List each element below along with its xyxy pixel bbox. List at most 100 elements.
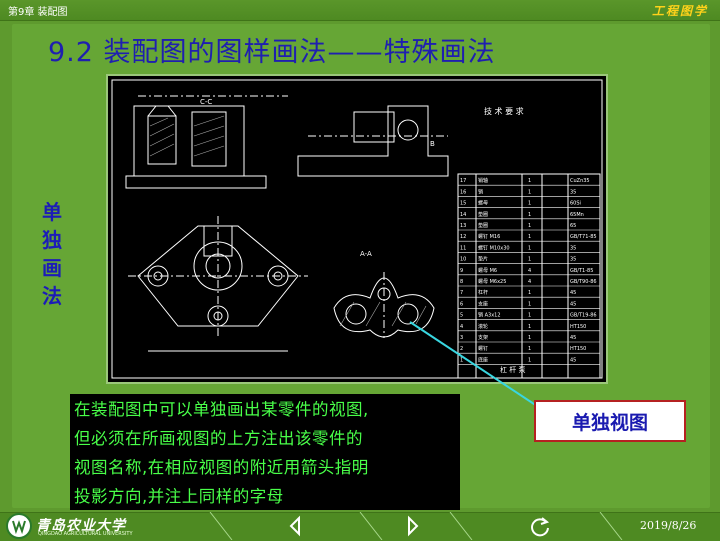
table-cell: 1 — [528, 212, 531, 218]
side-label-char: 画 — [42, 256, 62, 280]
brand-label: 工程图学 — [651, 4, 708, 18]
table-cell: 7 — [460, 290, 463, 296]
table-cell: 1 — [528, 301, 531, 307]
table-cell: 滚轮 — [478, 323, 488, 330]
note-line: 投影方向,并注上同样的字母 — [74, 487, 284, 506]
drawing-text: C-C A-A B 技 术 要 求 杠 杆 泵 — [200, 98, 525, 374]
table-cell: HT150 — [570, 324, 586, 330]
chapter-label: 第9章 装配图 — [8, 7, 68, 18]
table-cell: 销 — [478, 188, 483, 195]
table-cell: 13 — [460, 223, 466, 229]
table-cell: 15 — [460, 201, 466, 207]
table-cell: 底座 — [478, 356, 488, 363]
table-cell: 6 — [460, 301, 463, 307]
table-cell: 杠杆 — [478, 289, 488, 296]
table-cell: 螺钉 — [478, 345, 488, 352]
table-cell: 1 — [528, 223, 531, 229]
school-logo-icon — [6, 513, 32, 539]
table-cell: 35 — [570, 189, 576, 195]
table-cell: 1 — [528, 178, 531, 184]
table-cell: 3 — [460, 335, 463, 341]
table-cell: 支座 — [478, 300, 488, 307]
table-cell: 35 — [570, 257, 576, 263]
table-cell: GB/T1-85 — [570, 268, 593, 274]
table-cell: 螺母 — [478, 200, 488, 207]
slide-title: 9.2 装配图的图样画法——特殊画法 — [48, 37, 496, 68]
single-part-view — [333, 272, 435, 338]
prev-slide-icon[interactable] — [284, 514, 308, 538]
table-cell: 12 — [460, 234, 466, 240]
slide-date: 2019/8/26 — [640, 519, 697, 532]
table-cell: 支架 — [478, 334, 488, 341]
side-label-char: 独 — [42, 228, 62, 252]
table-cell: 45 — [570, 290, 576, 296]
table-cell: 45 — [570, 357, 576, 363]
table-cell: 1 — [528, 357, 531, 363]
table-cell: 10 — [460, 257, 466, 263]
note-line: 视图名称,在相应视图的附近用箭头指明 — [74, 458, 369, 477]
table-cell: 14 — [460, 212, 466, 218]
note-box: 在装配图中可以单独画出某零件的视图, 但必须在所画视图的上方注出该零件的 视图名… — [70, 394, 460, 510]
return-icon[interactable] — [528, 514, 552, 538]
table-cell: 65Mn — [570, 212, 584, 218]
side-view — [297, 105, 449, 177]
front-section-view — [125, 95, 288, 189]
top-bar: 第9章 装配图 工程图学 — [0, 0, 720, 21]
table-cell: 垫圈 — [478, 222, 488, 229]
table-cell: 1 — [528, 189, 531, 195]
table-cell: 螺钉 M16 — [478, 233, 500, 240]
table-cell: GB/T19-86 — [570, 313, 597, 319]
tech-requirements-title: 技 术 要 求 — [484, 106, 524, 116]
table-cell: 16 — [460, 189, 466, 195]
table-cell: GB/T71-85 — [570, 234, 597, 240]
side-label: 单 独 画 法 — [38, 198, 66, 310]
table-cell: 8 — [460, 279, 463, 285]
table-cell: 5 — [460, 313, 463, 319]
table-cell: 1 — [528, 245, 531, 251]
single-view-callout[interactable]: 单独视图 — [534, 400, 686, 442]
table-cell: 45 — [570, 335, 576, 341]
table-cell: 销轴 — [478, 177, 488, 184]
table-cell: 1 — [528, 201, 531, 207]
section-aa-label: A-A — [360, 250, 372, 258]
section-cc-label: C-C — [200, 98, 212, 106]
table-cell: 35 — [570, 245, 576, 251]
table-cell: 螺母 M6 — [478, 267, 497, 274]
table-cell: 45 — [570, 301, 576, 307]
table-cell: 1 — [460, 357, 463, 363]
table-cell: 60Si — [570, 201, 581, 207]
next-slide-icon[interactable] — [400, 514, 424, 538]
drawing-frame — [111, 79, 603, 379]
table-cell: 螺母 M6x25 — [478, 278, 506, 285]
table-cell: 垫片 — [478, 256, 488, 263]
plan-view — [128, 216, 308, 352]
table-cell: 销 A3x12 — [478, 312, 501, 319]
table-cell: 1 — [528, 257, 531, 263]
table-cell: 4 — [460, 324, 463, 330]
table-cell: CuZn35 — [570, 178, 590, 184]
note-line: 但必须在所画视图的上方注出该零件的 — [74, 429, 363, 448]
school-name: 青岛农业大学 — [36, 518, 126, 534]
note-line: 在装配图中可以单独画出某零件的视图, — [74, 400, 369, 419]
side-label-char: 法 — [42, 284, 62, 308]
table-cell: 9 — [460, 268, 463, 274]
table-cell: 1 — [528, 324, 531, 330]
table-footer: 杠 杆 泵 — [500, 365, 525, 374]
table-cell: 11 — [460, 245, 466, 251]
table-cell: 垫圈 — [478, 211, 488, 218]
table-cell: GB/T90-86 — [570, 279, 597, 285]
table-cell: HT150 — [570, 346, 586, 352]
school-name-en: QINGDAO AGRICULTURAL UNIVERSITY — [38, 531, 133, 537]
side-label-char: 单 — [42, 200, 62, 224]
table-cell: 1 — [528, 290, 531, 296]
view-b-label: B — [430, 140, 435, 148]
table-cell: 1 — [528, 335, 531, 341]
nav-bar — [209, 512, 623, 540]
table-cell: 4 — [528, 279, 531, 285]
table-cell: 1 — [528, 234, 531, 240]
table-cell: 65 — [570, 223, 576, 229]
table-cell: 4 — [528, 268, 531, 274]
